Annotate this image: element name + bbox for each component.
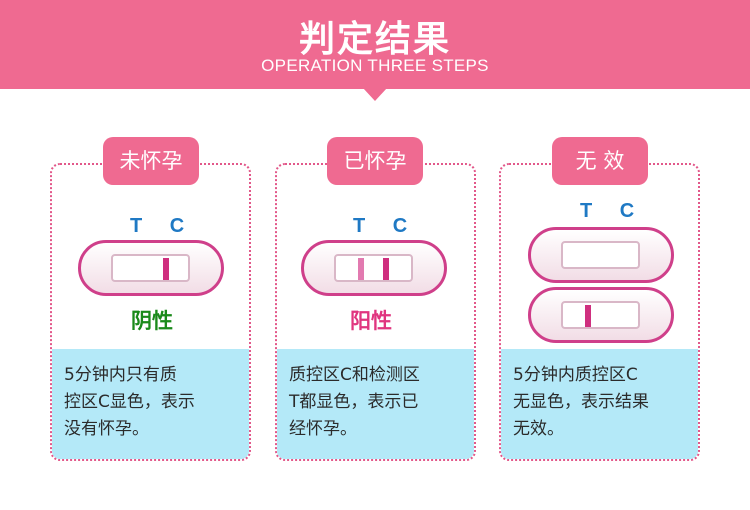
desc-line: 无效。: [513, 419, 564, 439]
card-label-invalid: 无 效: [552, 137, 648, 185]
desc-line: T都显色，表示已: [289, 392, 419, 412]
desc-line: 5分钟内质控区C: [513, 365, 638, 385]
desc-line: 5分钟内只有质: [64, 365, 177, 385]
control-line: [163, 258, 169, 280]
result-positive: 阳性: [350, 309, 392, 333]
test-strip: [78, 240, 224, 296]
card-description: 5分钟内质控区C 无显色，表示结果 无效。: [501, 349, 698, 459]
desc-line: 控区C显色，表示: [64, 392, 195, 412]
test-line: [358, 258, 364, 280]
tc-label: T C: [353, 215, 419, 237]
test-strip-blank: [528, 227, 674, 283]
test-strip-window: [561, 241, 640, 269]
tc-label: T C: [580, 200, 646, 222]
result-negative: 阴性: [131, 309, 173, 333]
page-title: 判定结果: [298, 19, 451, 60]
desc-line: 经怀孕。: [289, 419, 357, 439]
header-banner: [0, 0, 750, 89]
card-label-pregnant: 已怀孕: [327, 137, 423, 185]
control-line: [383, 258, 389, 280]
card-description: 质控区C和检测区 T都显色，表示已 经怀孕。: [277, 349, 474, 459]
desc-line: 质控区C和检测区: [289, 365, 420, 385]
test-strip-test-only: [528, 287, 674, 343]
tc-label: T C: [130, 215, 196, 237]
card-not-pregnant: 5分钟内只有质 控区C显色，表示 没有怀孕。: [50, 163, 251, 461]
desc-line: 没有怀孕。: [64, 419, 149, 439]
test-strip-window: [561, 301, 640, 329]
test-strip-window: [334, 254, 413, 282]
card-pregnant: 质控区C和检测区 T都显色，表示已 经怀孕。: [275, 163, 476, 461]
page-subtitle: OPERATION THREE STEPS: [261, 56, 489, 75]
test-strip: [301, 240, 447, 296]
card-label-not-pregnant: 未怀孕: [103, 137, 199, 185]
banner-pointer: [363, 88, 387, 101]
test-line: [585, 305, 591, 327]
card-description: 5分钟内只有质 控区C显色，表示 没有怀孕。: [52, 349, 249, 459]
desc-line: 无显色，表示结果: [513, 392, 649, 412]
test-strip-window: [111, 254, 190, 282]
